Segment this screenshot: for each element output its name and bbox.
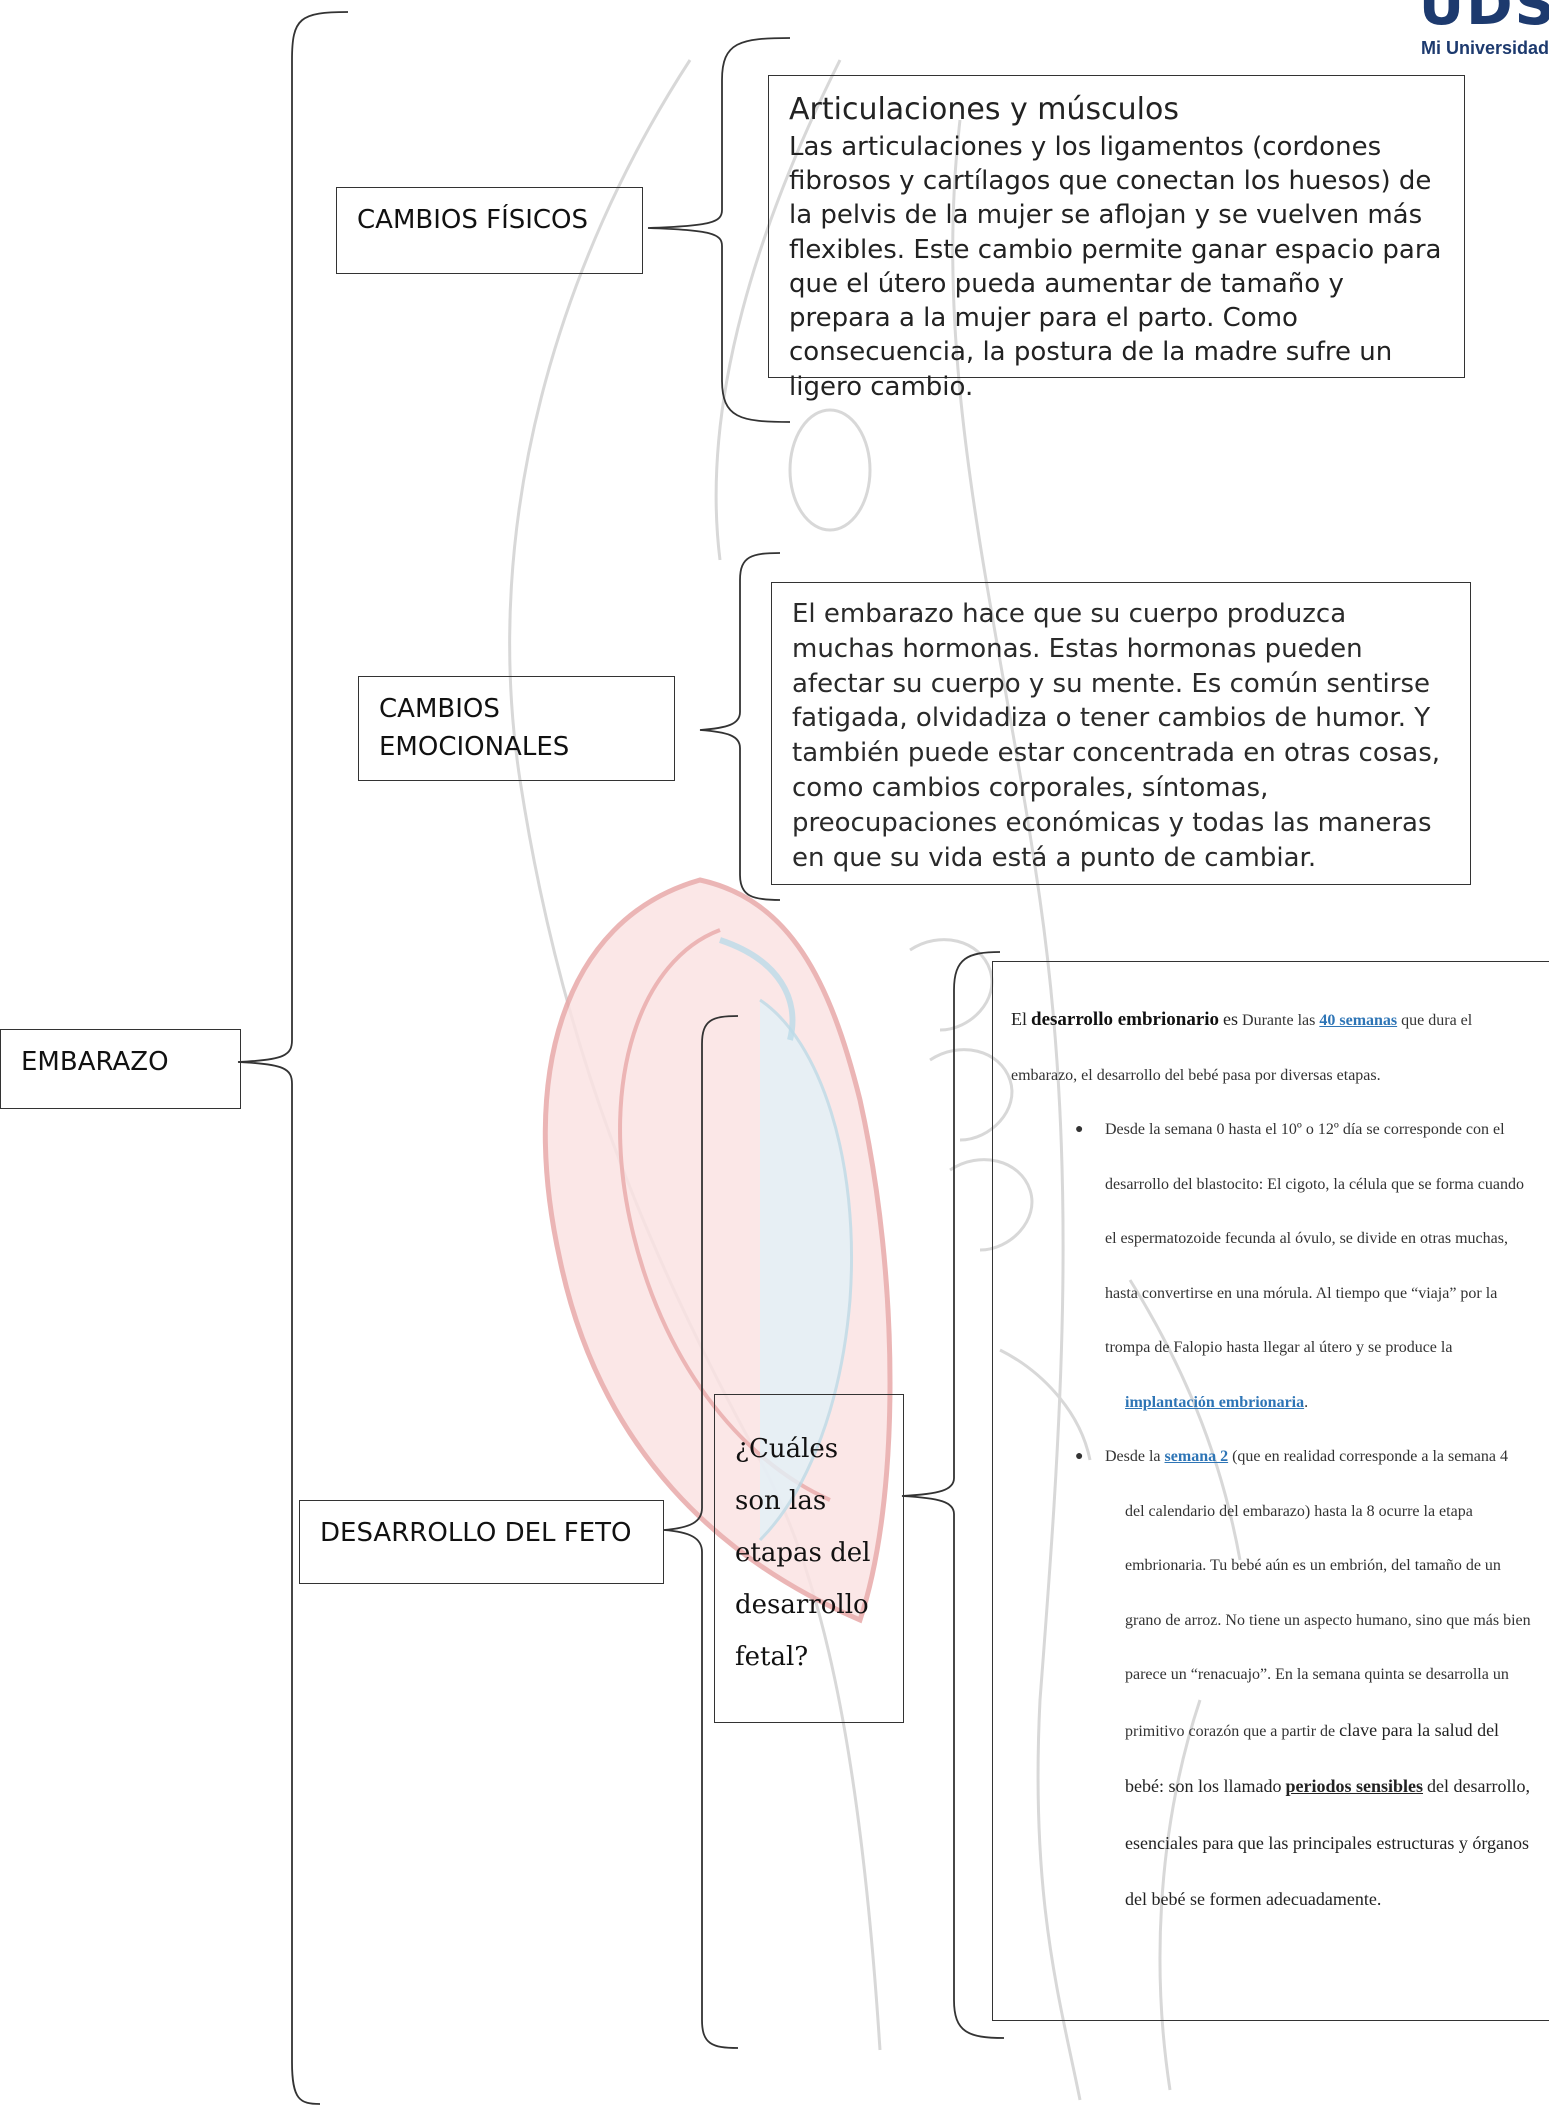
emocionales-bracket (700, 553, 780, 900)
fetal-intro: El desarrollo embrionario es Durante las… (1011, 992, 1531, 1103)
link-semana-2[interactable]: semana 2 (1165, 1448, 1229, 1465)
fetal-development-box: El desarrollo embrionario es Durante las… (992, 961, 1549, 2021)
bullet-icon: ● (1075, 1430, 1083, 1485)
cambios-fisicos-label: CAMBIOS FÍSICOS (357, 205, 588, 235)
list-item: ● Desde la semana 2 (que en realidad cor… (1011, 1430, 1531, 1929)
node-cambios-fisicos: CAMBIOS FÍSICOS (336, 187, 643, 274)
root-label: EMBARAZO (21, 1047, 169, 1077)
fisicos-title: Articulaciones y músculos (789, 90, 1444, 130)
logo-tagline: Mi Universidad (1419, 38, 1549, 59)
bullet-icon: ● (1075, 1103, 1083, 1158)
fetal-stages-list: ● Desde la semana 0 hasta el 10º o 12º d… (1011, 1103, 1531, 1929)
node-desarrollo-feto: DESARROLLO DEL FETO (299, 1500, 664, 1584)
desarrollo-feto-label: DESARROLLO DEL FETO (320, 1518, 632, 1548)
emocionales-text: El embarazo hace que su cuerpo produzca … (792, 599, 1440, 873)
root-node: EMBARAZO (0, 1029, 241, 1109)
question-bracket (902, 952, 1004, 2038)
list-item: ● Desde la semana 0 hasta el 10º o 12º d… (1011, 1103, 1531, 1430)
link-40-semanas[interactable]: 40 semanas (1319, 1012, 1397, 1029)
link-periodos-sensibles[interactable]: periodos sensibles (1285, 1776, 1423, 1796)
fisicos-text: Las articulaciones y los ligamentos (cor… (789, 132, 1441, 402)
logo-mark: UDS (1419, 0, 1549, 34)
link-implantacion-embrionaria[interactable]: implantación embrionaria (1125, 1394, 1304, 1411)
fisicos-description-box: Articulaciones y músculos Las articulaci… (768, 75, 1465, 378)
question-text: ¿Cuáles son las etapas del desarrollo fe… (735, 1434, 870, 1672)
root-bracket (238, 12, 348, 2104)
node-cambios-emocionales: CAMBIOS EMOCIONALES (358, 676, 675, 781)
emocionales-description-box: El embarazo hace que su cuerpo produzca … (771, 582, 1471, 885)
intro-bold-term: desarrollo embrionario (1031, 1009, 1219, 1030)
university-logo: UDS Mi Universidad (1419, 0, 1549, 59)
question-box: ¿Cuáles son las etapas del desarrollo fe… (714, 1394, 904, 1723)
cambios-emocionales-label: CAMBIOS EMOCIONALES (379, 694, 569, 762)
